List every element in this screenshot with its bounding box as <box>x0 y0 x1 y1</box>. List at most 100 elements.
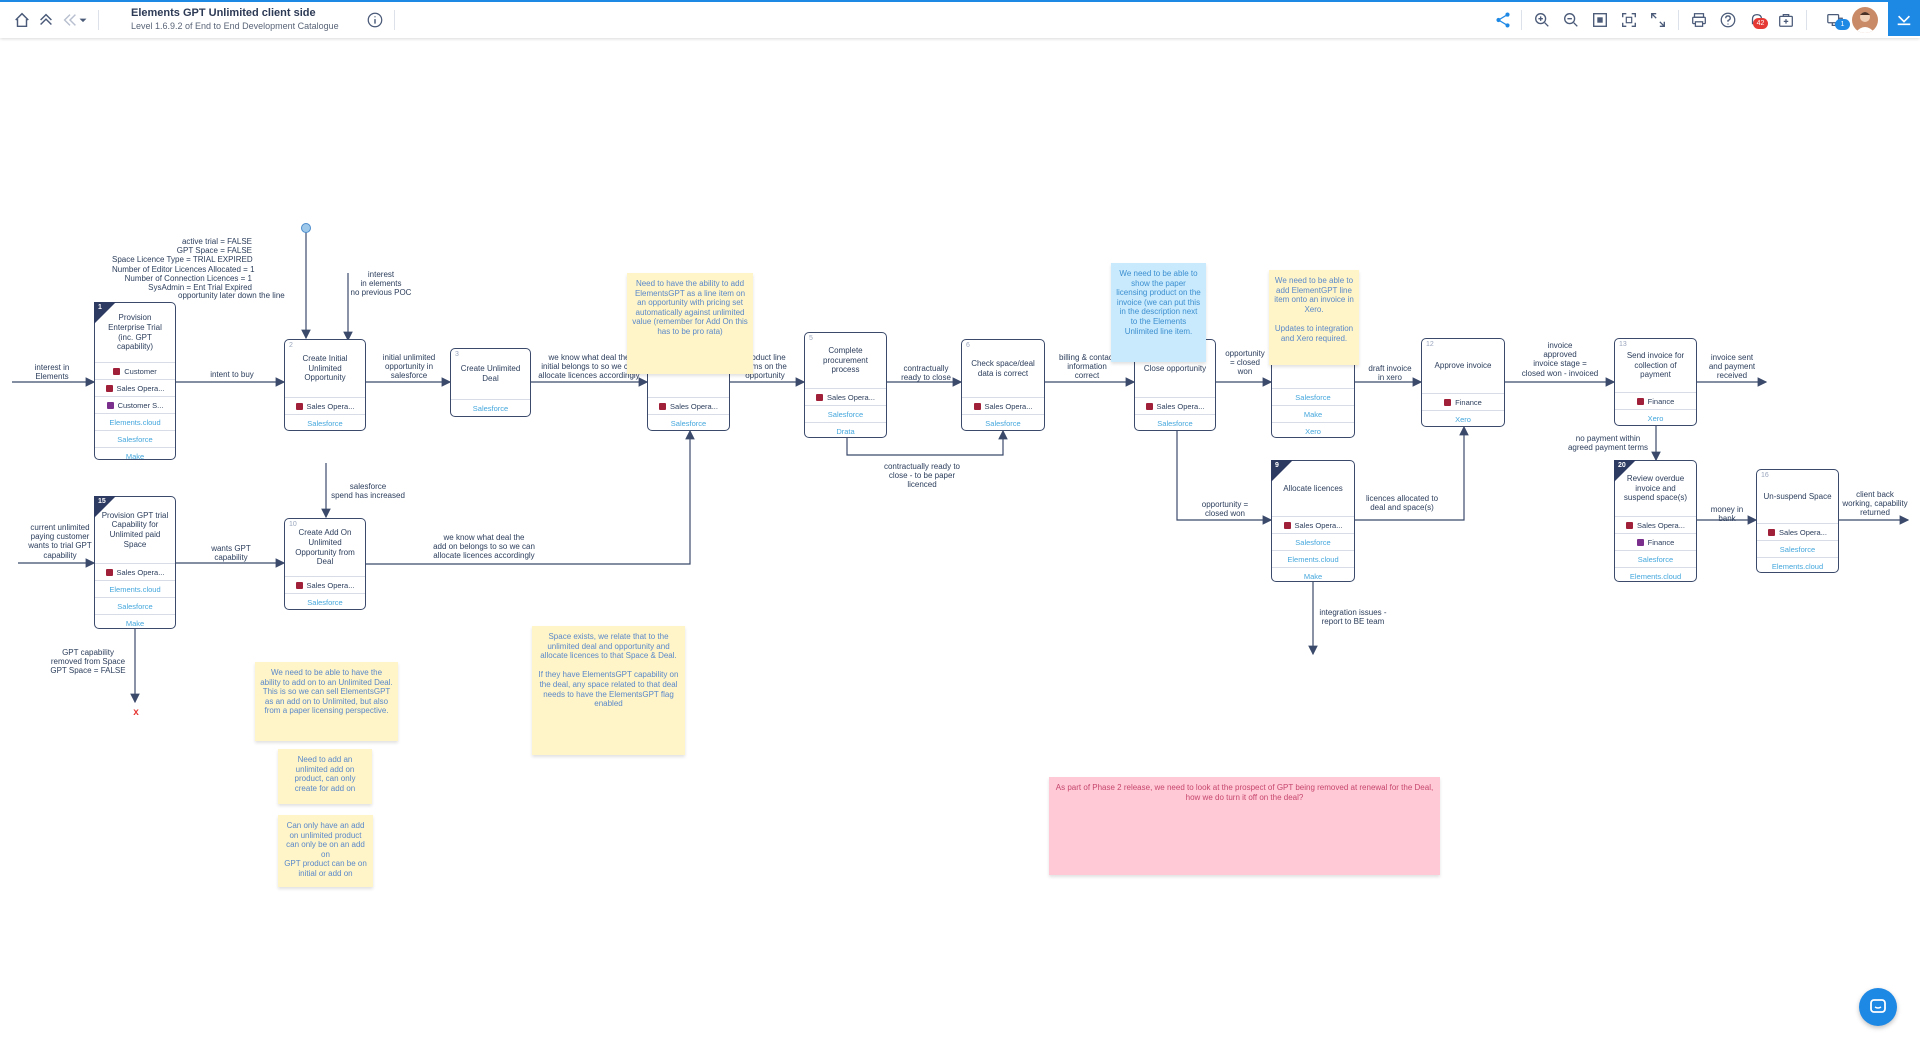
step-system-link[interactable]: Salesforce <box>1615 550 1696 567</box>
step-role[interactable]: Sales Opera... <box>285 576 365 593</box>
sticky-note-add-unlimited[interactable]: Need to add an unlimited add on product,… <box>278 749 372 804</box>
sticky-note-one-addon[interactable]: Can only have an add on unlimited produc… <box>278 815 373 887</box>
edge-label-line: GPT Space = FALSE <box>18 666 158 675</box>
share-icon[interactable] <box>1491 8 1515 32</box>
sticky-note-add-products[interactable]: Need to have the ability to add Elements… <box>627 273 753 374</box>
download-icon[interactable] <box>1888 0 1920 36</box>
step-role[interactable]: Finance <box>1615 533 1696 550</box>
step-system-link[interactable]: Salesforce <box>648 414 729 431</box>
step-role[interactable]: Sales Opera... <box>648 397 729 414</box>
step-role[interactable]: Sales Opera... <box>1272 516 1354 533</box>
edge-label-line: active trial = FALSE <box>112 237 252 246</box>
start-event <box>302 224 311 233</box>
step-role[interactable]: Sales Opera... <box>95 563 175 580</box>
fullscreen-icon[interactable] <box>1646 8 1670 32</box>
fit-icon[interactable] <box>1588 8 1612 32</box>
step-role[interactable]: Sales Opera... <box>805 388 886 405</box>
help-icon[interactable] <box>1716 8 1740 32</box>
sticky-note-space-exists[interactable]: Space exists, we relate that to the unli… <box>532 626 685 755</box>
avatar[interactable] <box>1852 7 1878 33</box>
edge-label-line: draft invoice <box>1320 364 1460 373</box>
edge-label-intent-to-buy: intent to buy <box>162 370 302 379</box>
step-system-link[interactable]: Elements.cloud <box>95 413 175 430</box>
step-system-link[interactable]: Make <box>95 614 175 631</box>
step-system-link[interactable]: Salesforce <box>285 414 365 431</box>
edge-label-line: received <box>1662 371 1802 380</box>
edge-label-end-x: x <box>66 707 206 719</box>
role-label: Customer S... <box>118 401 164 410</box>
edge-label-line: integration issues - <box>1283 608 1423 617</box>
role-label: Finance <box>1648 397 1675 406</box>
dropdown-icon[interactable] <box>76 8 90 32</box>
chat-launcher-button[interactable] <box>1859 988 1897 1026</box>
zoom-out-icon[interactable] <box>1559 8 1583 32</box>
step-system-link[interactable]: Make <box>1272 567 1354 584</box>
edge-label-line: approved <box>1490 350 1630 359</box>
step-system-link[interactable]: Xero <box>1615 409 1696 426</box>
edge-label-line: Number of Connection Licences = 1 <box>112 274 252 283</box>
chevrons-up-icon[interactable] <box>34 8 58 32</box>
step-system-link[interactable]: Xero <box>1422 410 1504 427</box>
sticky-note-phase2[interactable]: As part of Phase 2 release, we need to l… <box>1049 777 1440 875</box>
role-label: Finance <box>1648 538 1675 547</box>
step-role[interactable]: Finance <box>1422 393 1504 410</box>
role-label: Sales Opera... <box>827 393 875 402</box>
edge-label-draft-invoice: draft invoicein xero <box>1320 364 1460 382</box>
edge-label-line: in xero <box>1320 373 1460 382</box>
step-system-link[interactable]: Drata <box>805 422 886 439</box>
step-number: 9 <box>1275 462 1279 469</box>
info-icon[interactable] <box>363 8 387 32</box>
step-role[interactable]: Sales Opera... <box>95 379 175 396</box>
edge-label-line: interest <box>311 270 451 279</box>
edge-label-line: and payment <box>1662 362 1802 371</box>
step-system-link[interactable]: Salesforce <box>95 597 175 614</box>
step-system-link[interactable]: Elements.cloud <box>95 580 175 597</box>
export-icon[interactable] <box>1774 8 1798 32</box>
step-role[interactable]: Customer S... <box>95 396 175 413</box>
step-role[interactable]: Sales Opera... <box>1757 523 1838 540</box>
step-system-link[interactable]: Salesforce <box>451 399 530 416</box>
edge-label-line: bank <box>1657 514 1797 523</box>
page-subtitle: Level 1.6.9.2 of End to End Development … <box>131 21 339 31</box>
step-system-link[interactable]: Make <box>95 447 175 464</box>
step-system-link[interactable]: Salesforce <box>805 405 886 422</box>
role-label: Sales Opera... <box>307 581 355 590</box>
step-role[interactable]: Sales Opera... <box>285 397 365 414</box>
sticky-note-xero[interactable]: We need to be able to add ElementGPT lin… <box>1269 270 1359 365</box>
role-label: Finance <box>1455 398 1482 407</box>
step-system-link[interactable]: Salesforce <box>1135 414 1215 431</box>
edge-label-line: returned <box>1805 508 1920 517</box>
step-number: 20 <box>1618 462 1626 469</box>
sticky-note-paper-licensing[interactable]: We need to be able to show the paper lic… <box>1111 263 1206 362</box>
home-icon[interactable] <box>10 8 34 32</box>
step-system-link[interactable]: Salesforce <box>1757 540 1838 557</box>
step-system-link[interactable]: Salesforce <box>1272 388 1354 405</box>
step-system-link[interactable]: Xero <box>1272 422 1354 439</box>
step-role[interactable]: Sales Opera... <box>1135 397 1215 414</box>
step-system-link[interactable]: Salesforce <box>962 414 1044 431</box>
step-system-link[interactable]: Salesforce <box>1272 533 1354 550</box>
step-role[interactable]: Finance <box>1615 392 1696 409</box>
edge-label-line: no payment within <box>1538 434 1678 443</box>
edge-label-line: in elements <box>311 279 451 288</box>
sticky-note-add-on[interactable]: We need to be able to have the ability t… <box>255 662 398 741</box>
step-system-link[interactable]: Elements.cloud <box>1757 557 1838 574</box>
step-system-link[interactable]: Salesforce <box>95 430 175 447</box>
step-system-link[interactable]: Salesforce <box>285 593 365 610</box>
print-icon[interactable] <box>1687 8 1711 32</box>
edge-label-line: salesforce <box>298 482 438 491</box>
edge-label-line: capability <box>161 553 301 562</box>
edge-label-invoice-sent: invoice sentand paymentreceived <box>1662 353 1802 381</box>
step-system-link[interactable]: Make <box>1272 405 1354 422</box>
step-system-link[interactable]: Elements.cloud <box>1272 550 1354 567</box>
step-role[interactable]: Sales Opera... <box>962 397 1044 414</box>
zoom-in-icon[interactable] <box>1530 8 1554 32</box>
fit-selection-icon[interactable] <box>1617 8 1641 32</box>
step-system-link[interactable]: Elements.cloud <box>1615 567 1696 584</box>
role-icon <box>1626 522 1633 529</box>
